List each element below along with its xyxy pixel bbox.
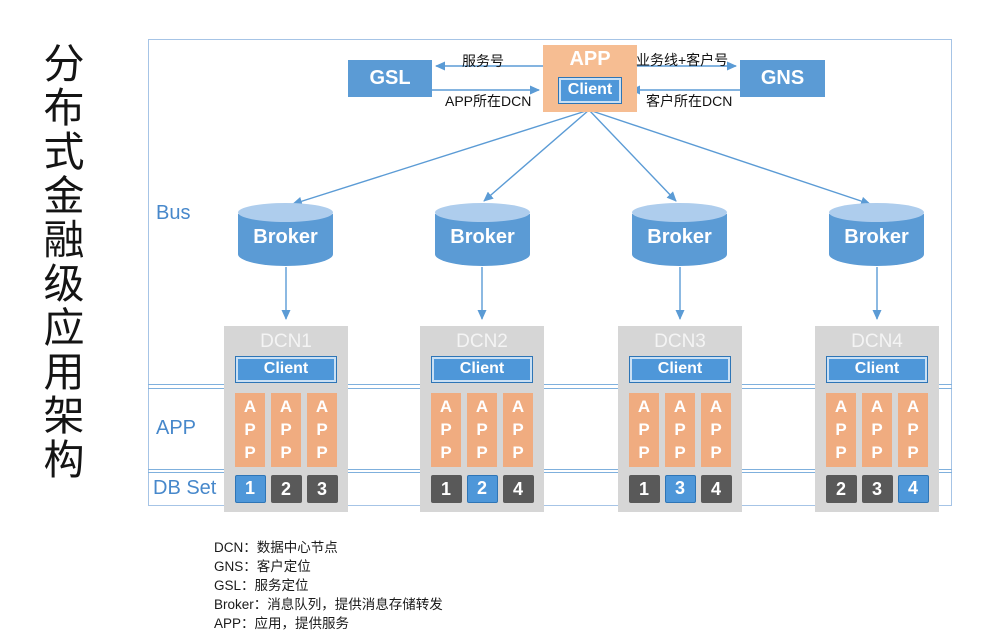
broker-label: Broker <box>450 226 515 248</box>
app-container-label: APP <box>569 48 611 70</box>
db-shard: 4 <box>700 475 732 503</box>
divider-bus-app-2 <box>148 388 952 389</box>
gns-box: GNS <box>740 60 825 97</box>
app-instance: APP <box>898 393 928 467</box>
broker-label: Broker <box>844 226 909 248</box>
dcn-title: DCN1 <box>260 331 312 352</box>
broker-cylinder-2: Broker <box>435 203 530 266</box>
broker-cylinder-4: Broker <box>829 203 924 266</box>
app-instance: APP <box>701 393 731 467</box>
legend: DCN：数据中心节点 GNS：客户定位 GSL：服务定位 Broker：消息队列… <box>214 538 443 633</box>
app-instance: APP <box>307 393 337 467</box>
app-instances-row: APP APP APP <box>815 393 939 467</box>
arrow-client-to-broker2 <box>483 109 590 202</box>
dcn-client-box: Client <box>235 356 337 383</box>
db-set-row: 2 3 4 <box>815 475 939 503</box>
db-shard: 2 <box>466 475 498 503</box>
broker-label: Broker <box>253 226 318 248</box>
db-shard: 2 <box>825 475 857 503</box>
db-shard: 2 <box>270 475 302 503</box>
service-id-arrow-label: 服务号 <box>462 53 504 69</box>
page-title: 分布式金融级应用架构 <box>37 42 83 482</box>
dcn-title: DCN3 <box>654 331 706 352</box>
dcn-client-box: Client <box>629 356 731 383</box>
app-instance: APP <box>503 393 533 467</box>
broker-cylinder-1: Broker <box>238 203 333 266</box>
db-shard: 1 <box>234 475 266 503</box>
dcn-column-4: DCN4 Client APP APP APP 2 3 4 <box>815 326 939 512</box>
dcn-column-1: DCN1 Client APP APP APP 1 2 3 <box>224 326 348 512</box>
app-instance: APP <box>431 393 461 467</box>
db-set-band-label: DB Set <box>153 477 217 499</box>
diagram-frame <box>148 39 952 506</box>
broker-cylinder-3: Broker <box>632 203 727 266</box>
db-set-row: 1 2 3 <box>224 475 348 503</box>
app-instance: APP <box>235 393 265 467</box>
app-instances-row: APP APP APP <box>618 393 742 467</box>
app-instances-row: APP APP APP <box>224 393 348 467</box>
arrow-client-to-broker3 <box>588 109 677 202</box>
arrow-client-to-broker1 <box>292 109 590 206</box>
app-instance: APP <box>467 393 497 467</box>
app-instance: APP <box>629 393 659 467</box>
divider-app-db-2 <box>148 472 952 473</box>
dcn-client-box: Client <box>826 356 928 383</box>
db-shard: 3 <box>861 475 893 503</box>
db-shard: 3 <box>664 475 696 503</box>
dcn-title: DCN4 <box>851 331 903 352</box>
app-band-label: APP <box>156 417 197 439</box>
broker-label: Broker <box>647 226 712 248</box>
legend-line-dcn: DCN：数据中心节点 <box>214 540 338 555</box>
app-dcn-arrow-label: APP所在DCN <box>445 93 532 109</box>
app-instance: APP <box>862 393 892 467</box>
divider-app-db-1 <box>148 469 952 470</box>
db-set-row: 1 3 4 <box>618 475 742 503</box>
app-client-box: Client <box>558 77 622 104</box>
arrow-client-to-broker4 <box>588 109 871 206</box>
db-shard: 1 <box>430 475 462 503</box>
gsl-box: GSL <box>348 60 432 97</box>
db-set-row: 1 2 4 <box>420 475 544 503</box>
dcn-column-2: DCN2 Client APP APP APP 1 2 4 <box>420 326 544 512</box>
bizline-customer-arrow-label: 业务线+客户号 <box>636 52 729 68</box>
app-instance: APP <box>665 393 695 467</box>
db-shard: 3 <box>306 475 338 503</box>
legend-line-app: APP：应用，提供服务 <box>214 616 350 631</box>
app-instance: APP <box>826 393 856 467</box>
bus-band-label: Bus <box>156 202 191 224</box>
dcn-client-box: Client <box>431 356 533 383</box>
db-shard: 4 <box>502 475 534 503</box>
legend-line-gsl: GSL：服务定位 <box>214 578 309 593</box>
app-instance: APP <box>271 393 301 467</box>
dcn-column-3: DCN3 Client APP APP APP 1 3 4 <box>618 326 742 512</box>
divider-bus-app-1 <box>148 384 952 385</box>
legend-line-broker: Broker：消息队列，提供消息存储转发 <box>214 597 443 612</box>
app-instances-row: APP APP APP <box>420 393 544 467</box>
customer-dcn-arrow-label: 客户所在DCN <box>646 93 733 109</box>
db-shard: 4 <box>897 475 929 503</box>
dcn-title: DCN2 <box>456 331 508 352</box>
db-shard: 1 <box>628 475 660 503</box>
legend-line-gns: GNS：客户定位 <box>214 559 311 574</box>
